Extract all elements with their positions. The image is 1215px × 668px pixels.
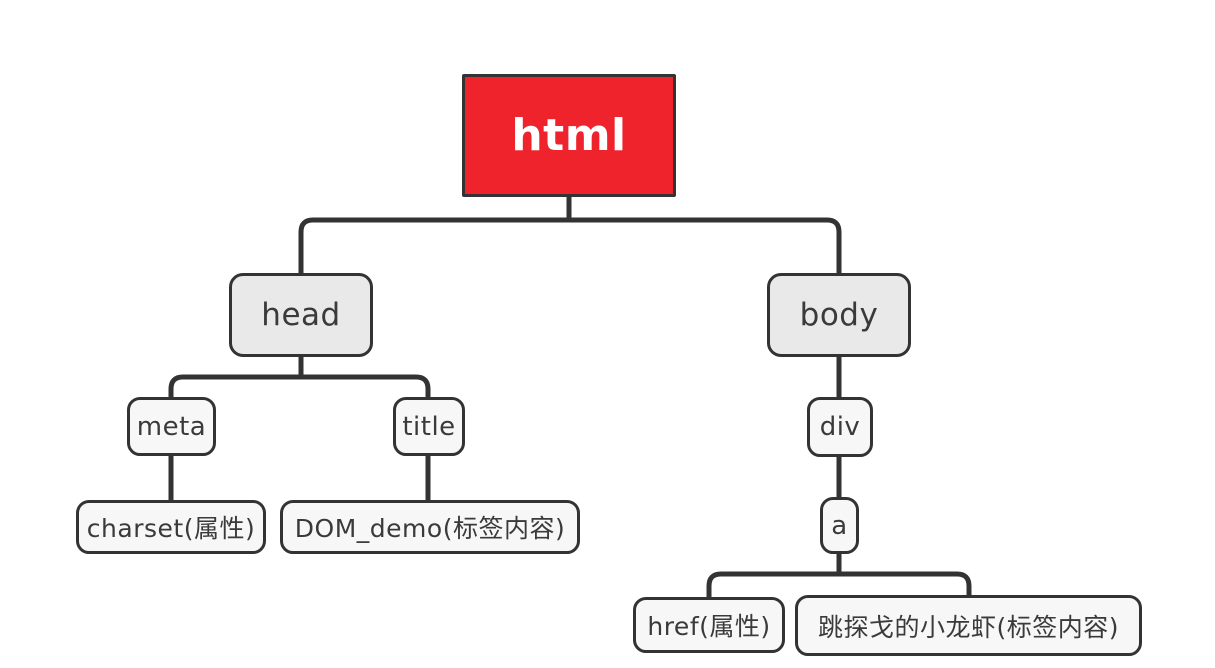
node-dom-demo-content: DOM_demo(标签内容): [280, 500, 580, 554]
node-body-label: body: [799, 297, 879, 333]
node-html: html: [462, 74, 676, 197]
node-head-label: head: [261, 297, 341, 333]
connector-head-children: [168, 374, 431, 398]
node-meta-label: meta: [136, 411, 207, 442]
node-div-label: div: [819, 412, 861, 442]
node-href-attribute: href(属性): [633, 597, 785, 653]
node-href-label: href(属性): [647, 612, 771, 641]
node-dom-demo-label: DOM_demo(标签内容): [294, 514, 566, 543]
node-body: body: [767, 273, 911, 357]
node-a: a: [820, 497, 859, 554]
node-charset-label: charset(属性): [86, 514, 256, 543]
node-anchor-text-content: 跳探戈的小龙虾(标签内容): [795, 595, 1142, 656]
node-html-label: html: [511, 110, 627, 161]
node-head: head: [229, 273, 373, 357]
node-anchor-text-label: 跳探戈的小龙虾(标签内容): [817, 612, 1119, 642]
node-div: div: [807, 397, 873, 457]
node-title-label: title: [402, 411, 456, 442]
connector-html-children: [298, 217, 842, 274]
node-title: title: [393, 397, 465, 456]
node-charset-attribute: charset(属性): [76, 500, 266, 554]
node-meta: meta: [127, 397, 216, 456]
node-a-label: a: [831, 510, 848, 541]
